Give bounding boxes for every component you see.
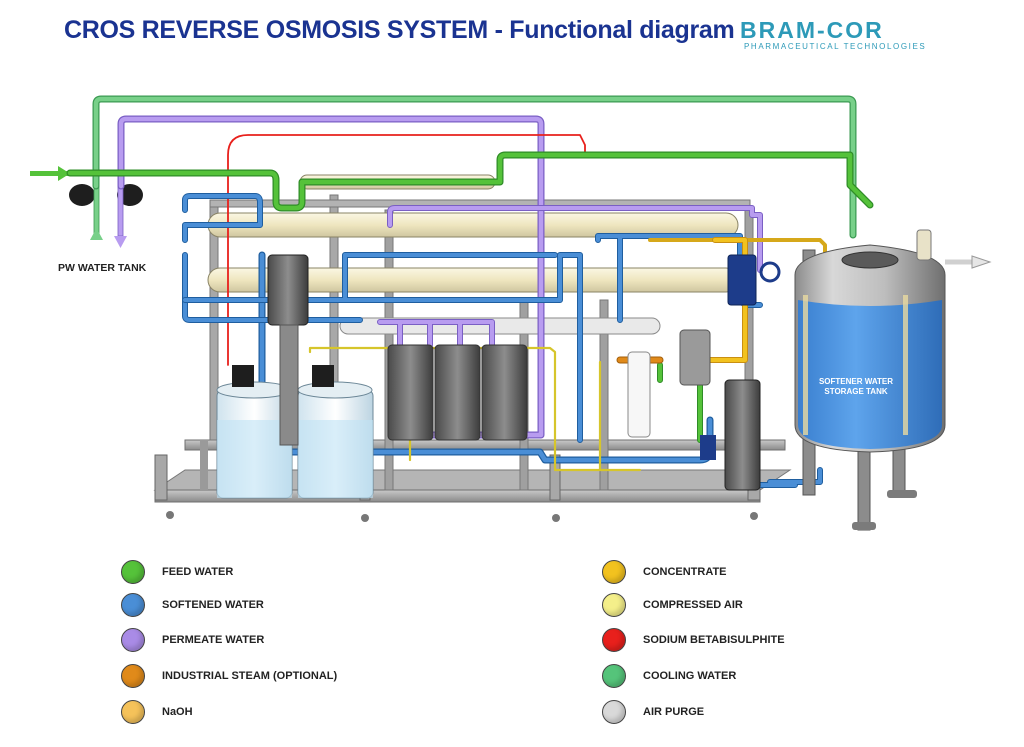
legend-item-concentrate: CONCENTRATE [602,560,727,584]
storage-tank-label-line1: SOFTENER WATER [819,377,893,386]
legend-swatch [121,593,145,617]
legend-item-feed-water: FEED WATER [121,560,233,584]
legend-swatch [602,628,626,652]
logo-brand: BRAM-COR [740,17,884,43]
ro-system-diagram: PW WATER TANK [30,95,992,531]
legend-item-industrial-steam: INDUSTRIAL STEAM (OPTIONAL) [121,664,337,688]
legend-swatch [121,700,145,724]
legend-item-softened-water: SOFTENED WATER [121,593,264,617]
ro-stage-canisters [387,344,528,441]
legend-swatch [602,664,626,688]
legend-swatch [602,560,626,584]
page-title: CROS REVERSE OSMOSIS SYSTEM - Functional… [64,16,735,44]
chemical-dosing-tanks [216,365,374,499]
pumps [267,254,761,491]
softener-storage-tank [794,229,992,531]
legend-swatch [121,560,145,584]
legend-item-naoh: NaOH [121,700,193,724]
logo-tagline: PHARMACEUTICAL TECHNOLOGIES [744,42,927,51]
legend-swatch [121,628,145,652]
legend-item-compressed-air: COMPRESSED AIR [602,593,743,617]
legend-swatch [121,664,145,688]
control-valves [700,254,781,460]
pw-inlet [30,166,143,248]
storage-tank-label-line2: STORAGE TANK [824,387,887,396]
legend-item-air-purge: AIR PURGE [602,700,704,724]
pw-tank-label: PW WATER TANK [58,262,147,274]
legend-item-sodium-betabisulphite: SODIUM BETABISULPHITE [602,628,785,652]
legend-swatch [602,700,626,724]
legend-item-permeate-water: PERMEATE WATER [121,628,264,652]
legend-item-cooling-water: COOLING WATER [602,664,736,688]
company-logo: BRAM-COR PHARMACEUTICAL TECHNOLOGIES [740,18,950,54]
legend-swatch [602,593,626,617]
